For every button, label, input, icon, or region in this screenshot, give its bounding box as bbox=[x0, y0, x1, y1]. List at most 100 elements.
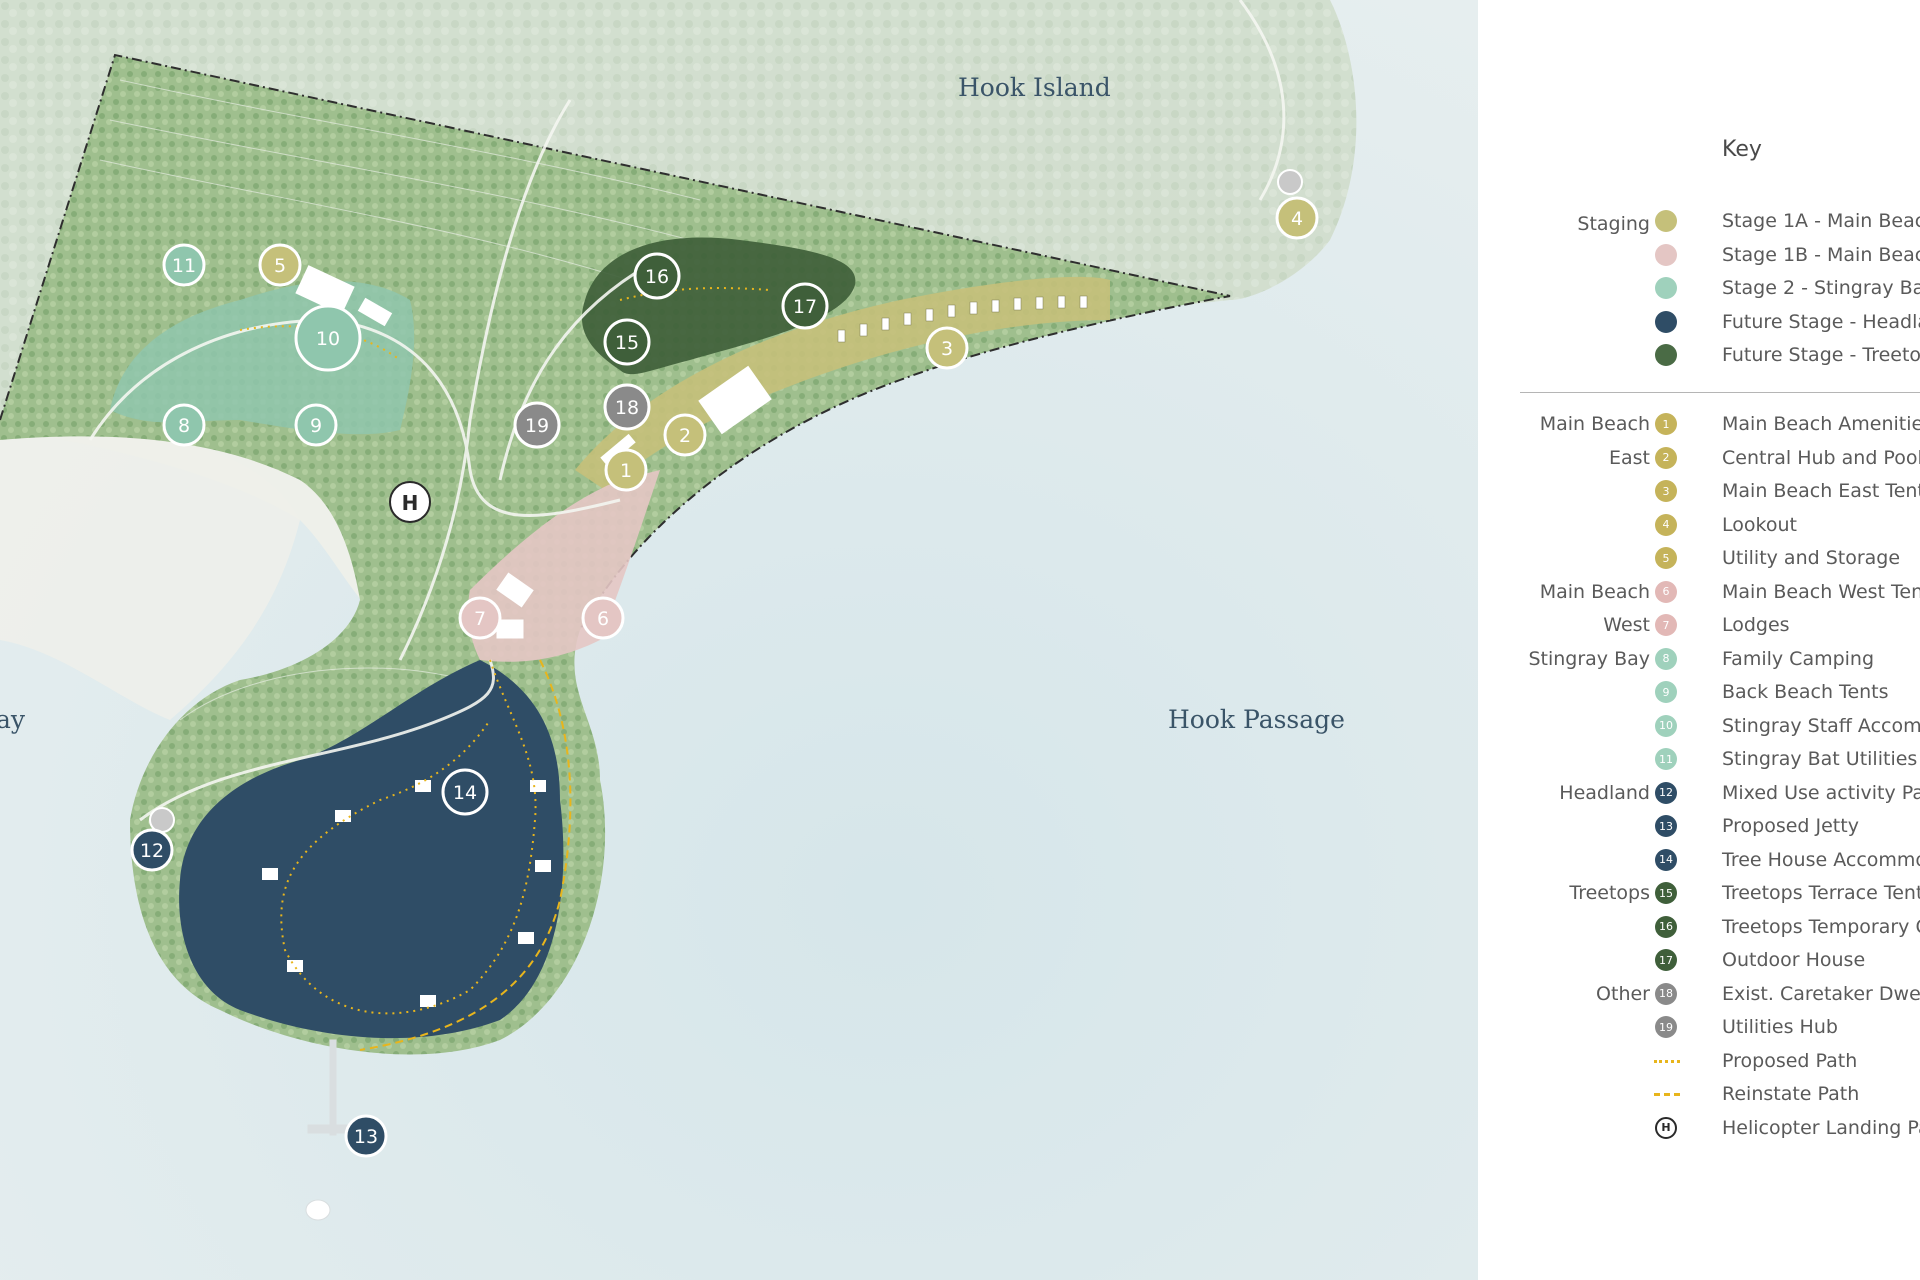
helipad-icon: H bbox=[1655, 1116, 1677, 1139]
legend-item-swatch: 18 bbox=[1655, 982, 1677, 1005]
proposed-path-swatch bbox=[1654, 1059, 1680, 1063]
marker-number: 10 bbox=[316, 328, 340, 350]
legend-staging-row: Stage 1A - Main Beac bbox=[1478, 208, 1920, 234]
lookout-dot bbox=[1277, 169, 1303, 195]
marker-number: 13 bbox=[354, 1126, 378, 1148]
legend-row-label: Lodges bbox=[1722, 614, 1790, 636]
marker-number: 17 bbox=[793, 296, 817, 318]
legend-stage-swatch bbox=[1655, 344, 1677, 366]
access-roads bbox=[88, 0, 1286, 822]
proposed-path bbox=[239, 287, 771, 1015]
map-marker-18[interactable]: 18 bbox=[603, 383, 651, 431]
marker-number: 19 bbox=[525, 415, 549, 437]
map-marker-12[interactable]: 12 bbox=[130, 828, 174, 872]
map-marker-7[interactable]: 7 bbox=[458, 596, 502, 640]
legend-item-swatch: 1 bbox=[1655, 413, 1677, 435]
legend-row-label: Tree House Accommo bbox=[1722, 848, 1920, 871]
legend-staging-row: Stage 1B - Main Beac bbox=[1478, 242, 1920, 268]
legend-item-swatch: 5 bbox=[1655, 547, 1677, 569]
map-marker-4[interactable]: 4 bbox=[1275, 196, 1319, 240]
legend-item-swatch: 6 bbox=[1655, 580, 1677, 603]
marker-number: 15 bbox=[615, 332, 639, 354]
legend-item-row: 1 Main Beach Amenitie bbox=[1478, 411, 1920, 437]
legend-row-label: Helicopter Landing Pa bbox=[1722, 1116, 1920, 1139]
map-marker-14[interactable]: 14 bbox=[441, 768, 489, 816]
legend-item-swatch: 9 bbox=[1655, 681, 1677, 703]
marker-number: 11 bbox=[172, 255, 196, 277]
east-beach-tents bbox=[837, 295, 1088, 343]
legend-row-label: Stage 1A - Main Beac bbox=[1722, 210, 1920, 232]
marker-number: 8 bbox=[178, 415, 190, 437]
marker-circle bbox=[633, 252, 681, 300]
legend-group-label: West bbox=[1603, 614, 1650, 636]
legend-row-label: Treetops Terrace Tent bbox=[1722, 882, 1920, 904]
zone-headland bbox=[179, 660, 564, 1039]
site-boundary bbox=[0, 53, 1231, 631]
legend-item-swatch: 3 bbox=[1655, 480, 1677, 502]
marker-circle bbox=[344, 1114, 388, 1158]
map-marker-13[interactable]: 13 bbox=[344, 1114, 388, 1158]
legend-row-label: Proposed Path bbox=[1722, 1049, 1858, 1072]
legend-row-label: Lookout bbox=[1722, 513, 1797, 536]
marker-number: 3 bbox=[941, 338, 953, 360]
marker-circle bbox=[441, 768, 489, 816]
legend-row-label: Exist. Caretaker Dwel bbox=[1722, 982, 1920, 1005]
map-marker-1[interactable]: 1 bbox=[604, 448, 648, 492]
legend-item-swatch: 2 bbox=[1655, 446, 1677, 469]
legend-divider bbox=[1520, 392, 1920, 393]
marker-circle bbox=[258, 243, 302, 287]
legend-row-label: Future Stage - Headla bbox=[1722, 310, 1920, 333]
map-marker-16[interactable]: 16 bbox=[633, 252, 681, 300]
legend-row-label: Back Beach Tents bbox=[1722, 681, 1889, 703]
legend-line-row: Proposed Path bbox=[1478, 1048, 1920, 1074]
legend-stage-swatch bbox=[1655, 243, 1677, 266]
legend-row-label: Reinstate Path bbox=[1722, 1083, 1860, 1105]
map-marker-6[interactable]: 6 bbox=[581, 596, 625, 640]
legend-group-staging: Staging bbox=[1577, 213, 1650, 235]
map-marker-2[interactable]: 2 bbox=[663, 413, 707, 457]
map-marker-10[interactable]: 10 bbox=[294, 304, 362, 372]
reinstate-path-swatch bbox=[1654, 1093, 1680, 1096]
marker-number: 4 bbox=[1291, 208, 1303, 230]
legend-item-swatch: 16 bbox=[1655, 915, 1677, 938]
legend-staging-row: Future Stage - Treeto bbox=[1478, 342, 1920, 368]
map-marker-19[interactable]: 19 bbox=[513, 401, 561, 449]
map-marker-15[interactable]: 15 bbox=[603, 318, 651, 366]
map-marker-17[interactable]: 17 bbox=[781, 282, 829, 330]
helipad-marker[interactable]: H bbox=[389, 481, 431, 523]
marker-number: 12 bbox=[140, 840, 164, 862]
legend-row-label: Main Beach Amenitie bbox=[1722, 413, 1920, 435]
map-marker-9[interactable]: 9 bbox=[294, 403, 338, 447]
map-marker-11[interactable]: 11 bbox=[162, 243, 206, 287]
map-marker-5[interactable]: 5 bbox=[258, 243, 302, 287]
legend-item-swatch: 17 bbox=[1655, 949, 1677, 971]
legend-item-swatch: 13 bbox=[1655, 815, 1677, 837]
map-marker-8[interactable]: 8 bbox=[162, 403, 206, 447]
label-hook-island: Hook Island bbox=[958, 73, 1111, 102]
zone-main-beach-west bbox=[468, 470, 660, 662]
legend-title: Key bbox=[1722, 137, 1762, 162]
legend-item-row: 9 Back Beach Tents bbox=[1478, 679, 1920, 705]
legend-staging-row: Future Stage - Headla bbox=[1478, 309, 1920, 335]
map-marker-3[interactable]: 3 bbox=[925, 326, 969, 370]
legend-row-label: Treetops Temporary C bbox=[1722, 915, 1920, 938]
legend-item-swatch: 10 bbox=[1655, 714, 1677, 737]
marker-circle bbox=[1275, 196, 1319, 240]
marker-circle bbox=[581, 596, 625, 640]
label-bay-partial: ay bbox=[0, 705, 26, 734]
legend-row-label: Stingray Bat Utilities bbox=[1722, 748, 1918, 770]
legend-item-swatch: 12 bbox=[1655, 781, 1677, 804]
marker-number: 16 bbox=[645, 266, 669, 288]
marker-number: 9 bbox=[310, 415, 322, 437]
